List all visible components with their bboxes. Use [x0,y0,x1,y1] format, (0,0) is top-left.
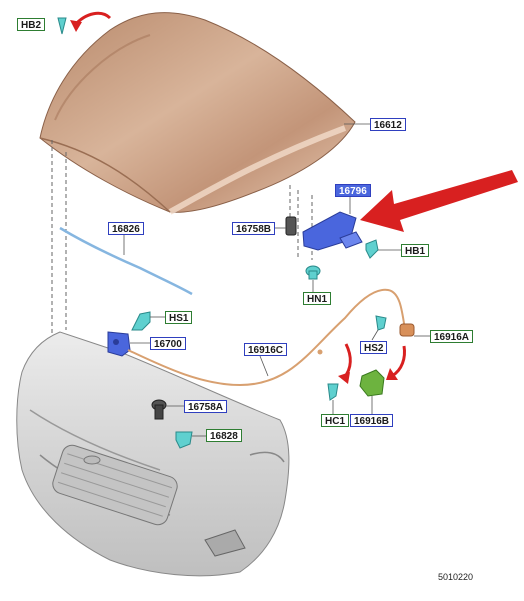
diagram-number: 5010220 [438,572,474,582]
callout-hb1[interactable]: HB1 [401,244,430,257]
hood-latch-part [107,331,131,357]
release-handle-16916b [359,369,385,397]
hood-panel [39,12,356,215]
callout-16916c[interactable]: 16916C [244,343,288,356]
callout-hb2[interactable]: HB2 [17,18,46,31]
callout-16916a[interactable]: 16916A [430,330,474,343]
callout-16826[interactable]: 16826 [108,222,144,235]
callout-16700[interactable]: 16700 [150,337,186,350]
callout-hc1[interactable]: HC1 [321,414,350,427]
callout-16612[interactable]: 16612 [370,118,406,131]
cable-clip [317,349,323,355]
cable-end-16916a [399,323,415,337]
callout-16796[interactable]: 16796 [335,184,371,197]
callout-hs2[interactable]: HS2 [360,341,388,354]
bump-stop-b [285,216,297,236]
release-cable [127,288,406,387]
red-arrows [70,11,406,384]
callout-hs1[interactable]: HS1 [165,311,193,324]
clip-16828 [175,431,193,449]
callout-16916b[interactable]: 16916B [350,414,394,427]
bump-stop-a [151,399,167,420]
hood-seal [59,226,193,296]
screw-hs2 [375,315,387,331]
callout-hn1[interactable]: HN1 [303,292,332,305]
screw-hb1 [365,239,379,259]
screw-hs1 [131,311,151,331]
pointer-arrow [360,170,518,232]
callout-16758b[interactable]: 16758B [232,222,276,235]
screw-hb2 [57,17,67,35]
callout-16758a[interactable]: 16758A [184,400,228,413]
front-bumper [16,331,290,577]
callout-16828[interactable]: 16828 [206,429,242,442]
nut-hn1 [305,265,321,280]
clip-hc1 [327,383,339,401]
secondary-latch-part [302,211,363,251]
leader-lines [123,123,430,437]
